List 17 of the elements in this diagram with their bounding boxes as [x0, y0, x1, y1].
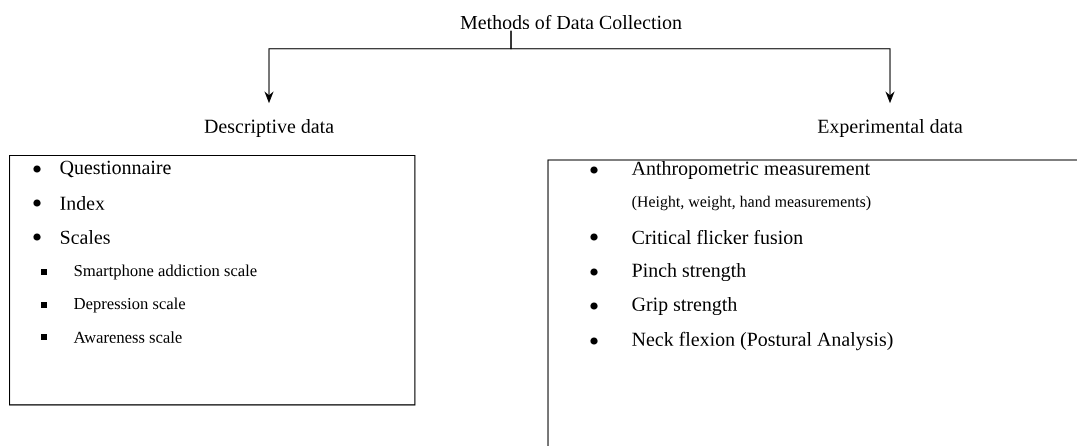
list-box — [547, 159, 1077, 446]
list-item: Grip strength — [590, 296, 738, 316]
list-item: Smartphone addiction scale — [41, 264, 257, 280]
heading: Descriptive data — [204, 119, 334, 138]
list-item: Anthropometric measurement — [590, 161, 870, 180]
list-item: Critical flicker fusion — [590, 229, 803, 245]
list-item: Awareness scale — [41, 331, 182, 343]
list-item: Pinch strength — [590, 262, 746, 282]
heading: Methods of Data Collection — [460, 14, 682, 30]
item-note: (Height, weight, hand measurements) — [632, 195, 871, 211]
list-item: Neck flexion (Postural Analysis) — [590, 331, 893, 351]
heading: Experimental data — [817, 119, 963, 138]
list-item: Index — [33, 196, 105, 210]
list-item: Questionnaire — [33, 160, 171, 178]
list-item: Scales — [33, 230, 110, 244]
list-box — [9, 155, 416, 406]
list-item: Depression scale — [41, 297, 186, 313]
